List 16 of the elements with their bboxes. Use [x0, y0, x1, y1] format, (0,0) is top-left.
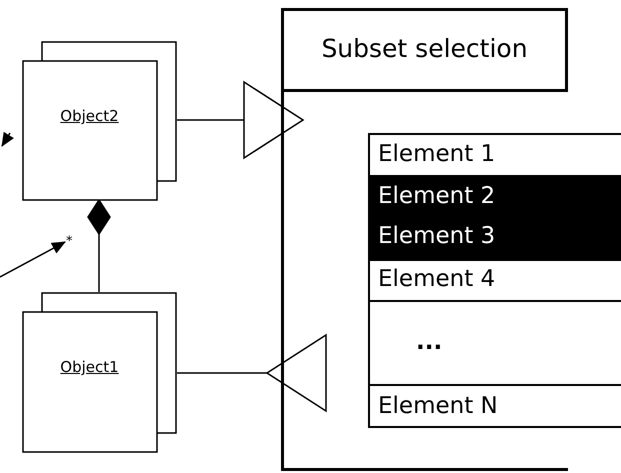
list-item: ... [368, 300, 621, 384]
list-item: Element 1 [368, 133, 621, 175]
object-name: Object1 [59, 358, 120, 376]
object-box [22, 41, 177, 201]
selected-list-item: Element 2 [368, 175, 621, 217]
list-item: Element 4 [368, 259, 621, 300]
package-frame [281, 8, 621, 471]
multiplicity-label: * [66, 234, 72, 249]
object-box [22, 292, 177, 453]
object-name: Object2 [59, 107, 120, 125]
selected-list-item: Element 3 [368, 217, 621, 259]
composition-line [87, 199, 111, 292]
package-title: Subset selection [281, 8, 568, 92]
interface-connector [177, 334, 327, 412]
list-item: Element N [368, 384, 621, 428]
interface-connector [177, 81, 304, 159]
